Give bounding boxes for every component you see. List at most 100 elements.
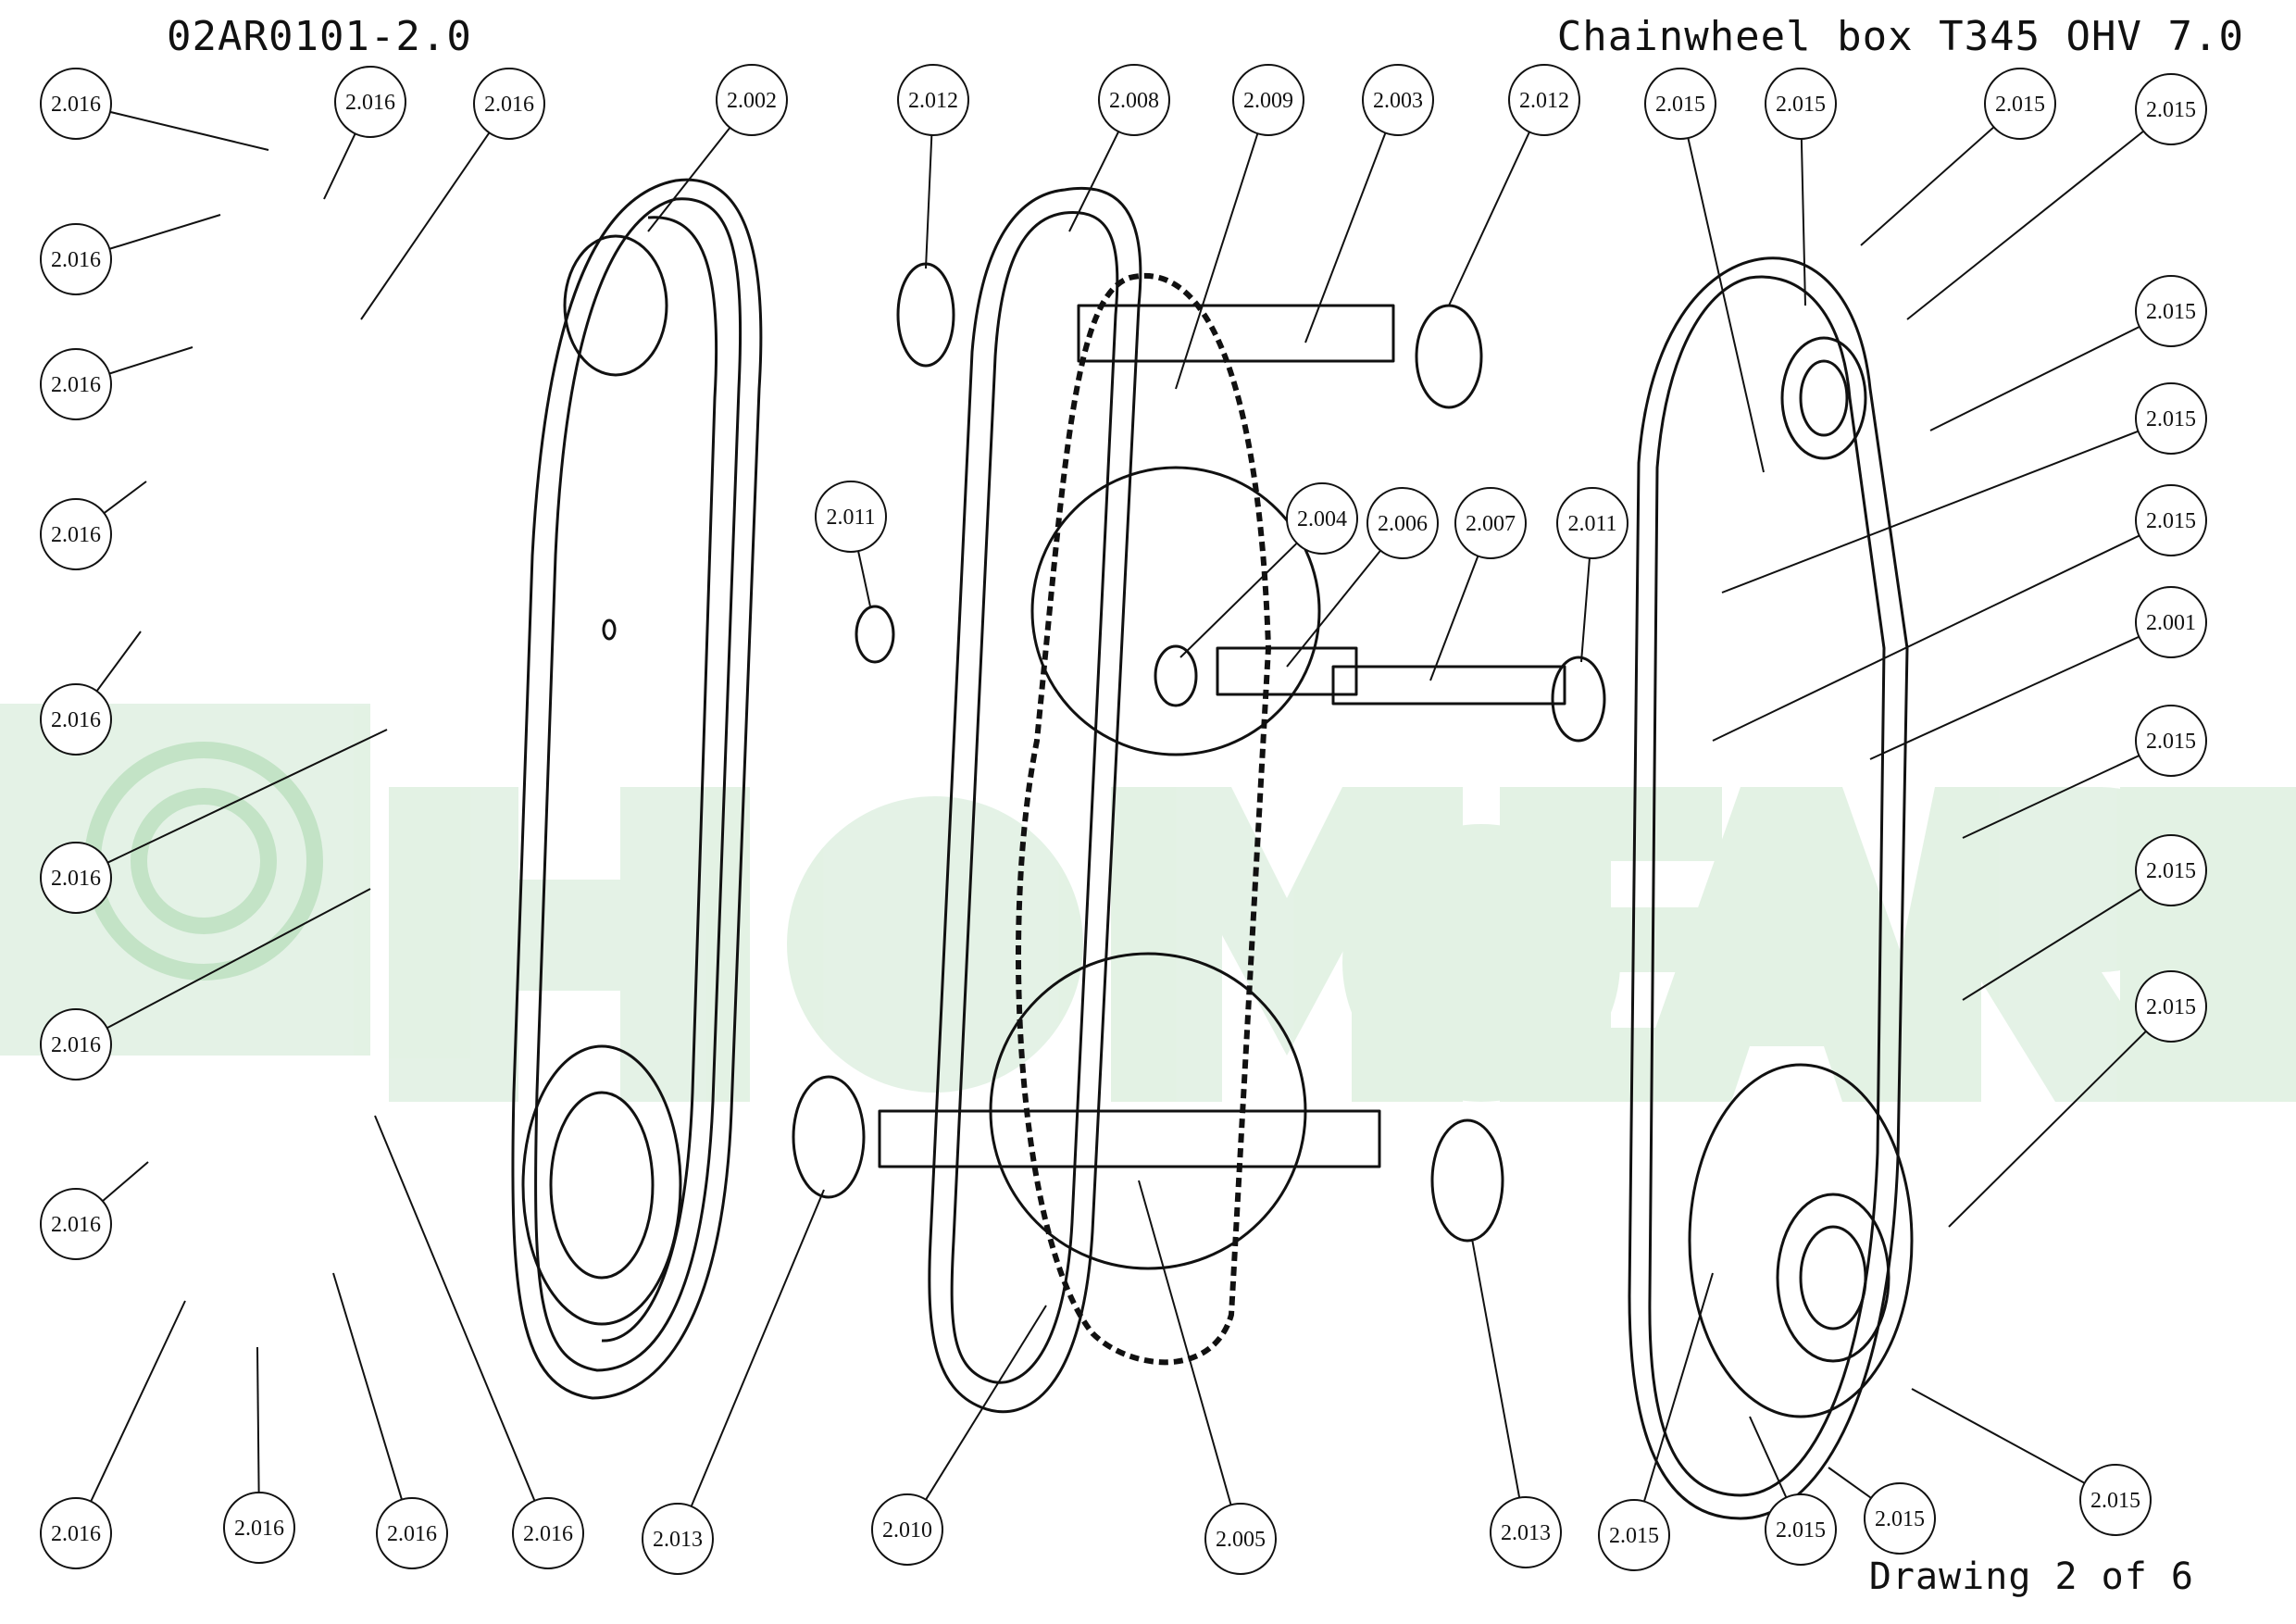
- callout-label: 2.004: [1297, 507, 1347, 531]
- callout-2-007: 2.007: [1454, 487, 1527, 559]
- callout-2-005: 2.005: [1204, 1503, 1277, 1575]
- callout-2-015: 2.015: [2135, 275, 2207, 347]
- callout-circle: [1454, 487, 1527, 559]
- callout-circle: [2135, 73, 2207, 145]
- callout-label: 2.016: [345, 91, 395, 115]
- callout-2-016: 2.016: [40, 348, 112, 420]
- callout-label: 2.016: [234, 1517, 284, 1541]
- callout-circle: [473, 68, 545, 140]
- callout-leader: [1962, 740, 2172, 839]
- callout-2-011: 2.011: [1556, 487, 1628, 559]
- callout-2-016: 2.016: [334, 66, 406, 138]
- callout-label: 2.015: [2146, 995, 2196, 1019]
- callout-leader: [1869, 621, 2172, 760]
- callout-circle: [1490, 1496, 1562, 1568]
- callout-label: 2.015: [2146, 300, 2196, 324]
- callout-2-015: 2.015: [2135, 484, 2207, 556]
- center-gasket: [928, 186, 1142, 1414]
- callout-leader: [1962, 869, 2172, 1001]
- callout-2-016: 2.016: [473, 68, 545, 140]
- callout-label: 2.016: [51, 1213, 101, 1237]
- callout-2-009: 2.009: [1232, 64, 1304, 136]
- callout-leader: [332, 1272, 413, 1534]
- callout-leader: [374, 1115, 549, 1534]
- callout-2-012: 2.012: [897, 64, 969, 136]
- callout-circle: [40, 1008, 112, 1081]
- callout-circle: [1286, 482, 1358, 555]
- callout-label: 2.016: [51, 708, 101, 732]
- callout-circle: [334, 66, 406, 138]
- callout-circle: [1362, 64, 1434, 136]
- callout-circle: [1765, 1493, 1837, 1566]
- callout-circle: [40, 68, 112, 140]
- callout-2-008: 2.008: [1098, 64, 1170, 136]
- callout-leader: [1929, 310, 2172, 431]
- callout-leader: [1138, 1180, 1242, 1540]
- drawing-title: Chainwheel box T345 OHV 7.0: [1556, 13, 2244, 60]
- callout-2-012: 2.012: [1508, 64, 1580, 136]
- callout-label: 2.015: [1609, 1524, 1659, 1548]
- callout-circle: [1598, 1499, 1670, 1571]
- callout-leader: [75, 888, 371, 1045]
- callout-circle: [40, 1497, 112, 1569]
- callout-circle: [897, 64, 969, 136]
- callout-circle: [1864, 1482, 1936, 1555]
- callout-label: 2.013: [653, 1528, 703, 1552]
- callout-label: 2.009: [1243, 89, 1293, 113]
- callout-2-016: 2.016: [40, 1497, 112, 1569]
- callout-circle: [2135, 484, 2207, 556]
- callout-label: 2.015: [1655, 93, 1705, 117]
- callout-2-016: 2.016: [40, 223, 112, 295]
- callout-label: 2.015: [2146, 98, 2196, 122]
- callout-label: 2.016: [51, 1522, 101, 1546]
- left-cover: [511, 178, 763, 1400]
- callout-2-016: 2.016: [40, 683, 112, 756]
- callout-label: 2.016: [51, 373, 101, 397]
- callout-label: 2.016: [51, 248, 101, 272]
- callout-label: 2.016: [51, 93, 101, 117]
- callout-2-015: 2.015: [1864, 1482, 1936, 1555]
- chain-assembly: [989, 272, 1321, 1366]
- callout-leader: [1679, 103, 1765, 473]
- callout-leader: [1448, 99, 1545, 306]
- callout-label: 2.015: [1995, 93, 2045, 117]
- callout-2-015: 2.015: [1765, 1493, 1837, 1566]
- callout-label: 2.011: [1567, 512, 1616, 536]
- callout-leader: [1175, 99, 1269, 390]
- callout-label: 2.015: [1776, 1518, 1826, 1543]
- callout-circle: [40, 348, 112, 420]
- callout-circle: [40, 683, 112, 756]
- callout-circle: [2135, 705, 2207, 777]
- callout-2-015: 2.015: [2135, 970, 2207, 1043]
- callout-label: 2.016: [387, 1522, 437, 1546]
- callout-label: 2.010: [882, 1518, 932, 1543]
- callout-circle: [1644, 68, 1716, 140]
- callout-2-011: 2.011: [815, 481, 887, 553]
- callout-circle: [2135, 275, 2207, 347]
- callout-2-004: 2.004: [1286, 482, 1358, 555]
- callout-label: 2.015: [2146, 407, 2196, 431]
- callout-label: 2.007: [1466, 512, 1516, 536]
- callout-circle: [223, 1492, 295, 1564]
- callout-leader: [906, 1305, 1047, 1530]
- callout-2-016: 2.016: [40, 68, 112, 140]
- callout-label: 2.005: [1216, 1528, 1266, 1552]
- callout-circle: [1556, 487, 1628, 559]
- callout-label: 2.015: [2146, 730, 2196, 754]
- callout-label: 2.015: [1875, 1507, 1925, 1531]
- callout-2-016: 2.016: [376, 1497, 448, 1569]
- callout-label: 2.016: [484, 93, 534, 117]
- callout-label: 2.016: [51, 867, 101, 891]
- callout-2-010: 2.010: [871, 1493, 943, 1566]
- callout-circle: [716, 64, 788, 136]
- callout-2-006: 2.006: [1366, 487, 1439, 559]
- callout-2-002: 2.002: [716, 64, 788, 136]
- callout-circle: [40, 223, 112, 295]
- callout-circle: [2079, 1464, 2152, 1536]
- callout-circle: [2135, 970, 2207, 1043]
- callout-leader: [1712, 519, 2172, 742]
- callout-label: 2.015: [2090, 1489, 2140, 1513]
- callout-leader: [1948, 1006, 2172, 1228]
